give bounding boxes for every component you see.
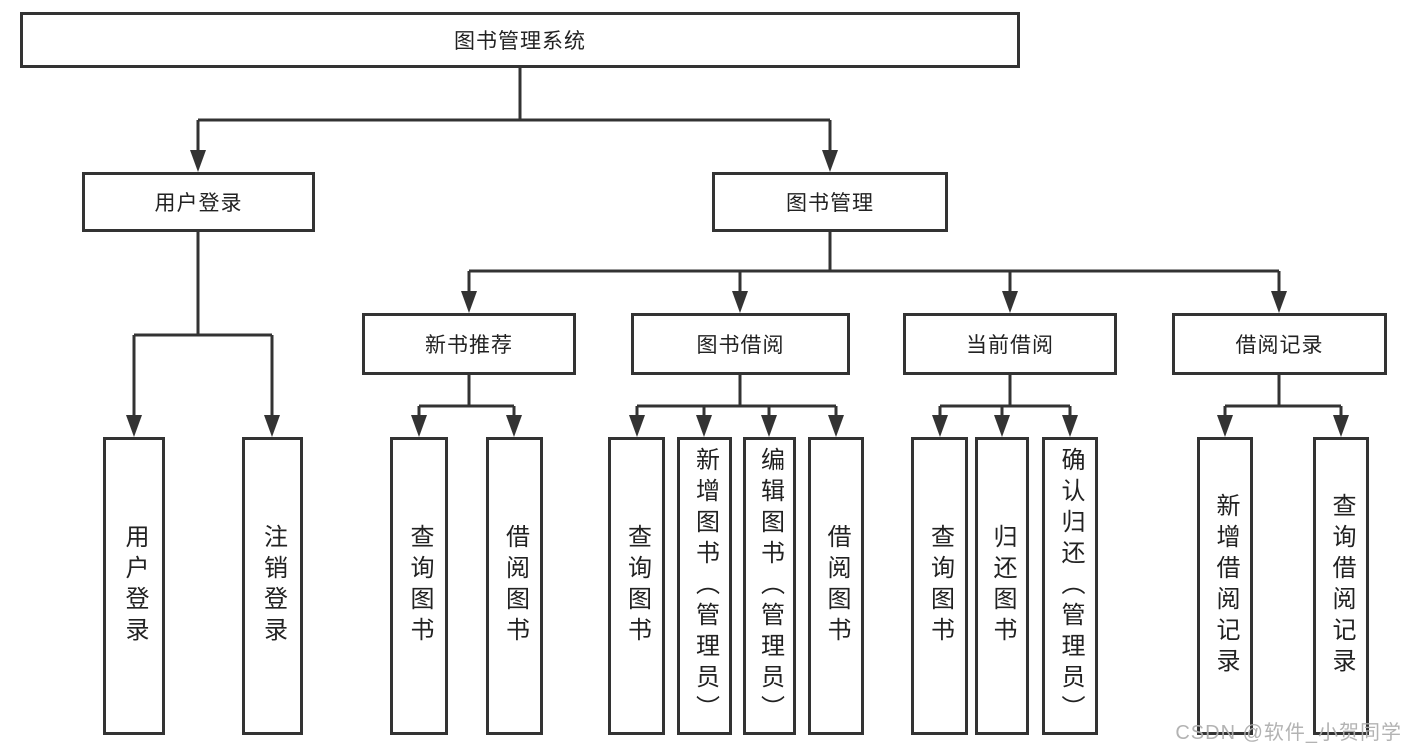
leaf-br-query-record-label: 查询借阅记录: [1328, 493, 1355, 679]
node-root-system: 图书管理系统: [20, 12, 1020, 68]
leaf-nb-query-books-label: 查询图书: [406, 524, 433, 648]
leaf-bb-borrow-books-label: 借阅图书: [823, 524, 850, 648]
leaf-bb-add-books: 新增图书（管理员）: [677, 437, 732, 735]
leaf-cb-return-books-label: 归还图书: [989, 524, 1016, 648]
node-book-borrow: 图书借阅: [631, 313, 850, 375]
node-current-borrow-label: 当前借阅: [966, 334, 1054, 357]
leaf-bb-query-books-label: 查询图书: [623, 524, 651, 648]
node-book-management: 图书管理: [712, 172, 948, 232]
leaf-bb-add-books-label: 新增图书（管理员）: [691, 446, 719, 726]
node-user-login-label: 用户登录: [154, 192, 243, 215]
leaf-bb-edit-books-label: 编辑图书（管理员）: [756, 446, 784, 726]
node-book-management-label: 图书管理: [786, 192, 874, 215]
leaf-bb-query-books: 查询图书: [608, 437, 665, 735]
leaf-bb-edit-books: 编辑图书（管理员）: [743, 437, 796, 735]
node-current-borrow: 当前借阅: [903, 313, 1117, 375]
leaf-nb-borrow-books-label: 借阅图书: [501, 524, 529, 648]
leaf-nb-borrow-books: 借阅图书: [486, 437, 543, 735]
node-book-borrow-label: 图书借阅: [696, 334, 785, 357]
leaf-cb-query-books-label: 查询图书: [926, 524, 954, 648]
node-new-book-recommend: 新书推荐: [362, 313, 576, 375]
csdn-watermark: CSDN @软件_小贺同学: [1175, 722, 1402, 744]
leaf-br-add-record-label: 新增借阅记录: [1212, 493, 1239, 679]
leaf-cb-return-books: 归还图书: [975, 437, 1029, 735]
leaf-br-add-record: 新增借阅记录: [1197, 437, 1253, 735]
node-new-book-recommend-label: 新书推荐: [425, 334, 513, 357]
leaf-logout: 注销登录: [242, 437, 303, 735]
node-borrow-record: 借阅记录: [1172, 313, 1387, 375]
leaf-cb-query-books: 查询图书: [911, 437, 968, 735]
leaf-logout-label: 注销登录: [259, 524, 287, 648]
leaf-bb-borrow-books: 借阅图书: [808, 437, 864, 735]
node-user-login: 用户登录: [82, 172, 315, 232]
node-root-label: 图书管理系统: [454, 30, 586, 53]
leaf-br-query-record: 查询借阅记录: [1313, 437, 1369, 735]
leaf-nb-query-books: 查询图书: [390, 437, 448, 735]
leaf-cb-confirm-return-label: 确认归还（管理员）: [1057, 446, 1084, 726]
leaf-user-login-label: 用户登录: [121, 524, 148, 648]
node-borrow-record-label: 借阅记录: [1235, 334, 1324, 357]
leaf-cb-confirm-return: 确认归还（管理员）: [1042, 437, 1098, 735]
leaf-user-login: 用户登录: [103, 437, 165, 735]
arrowhead-icons: [126, 150, 1349, 437]
